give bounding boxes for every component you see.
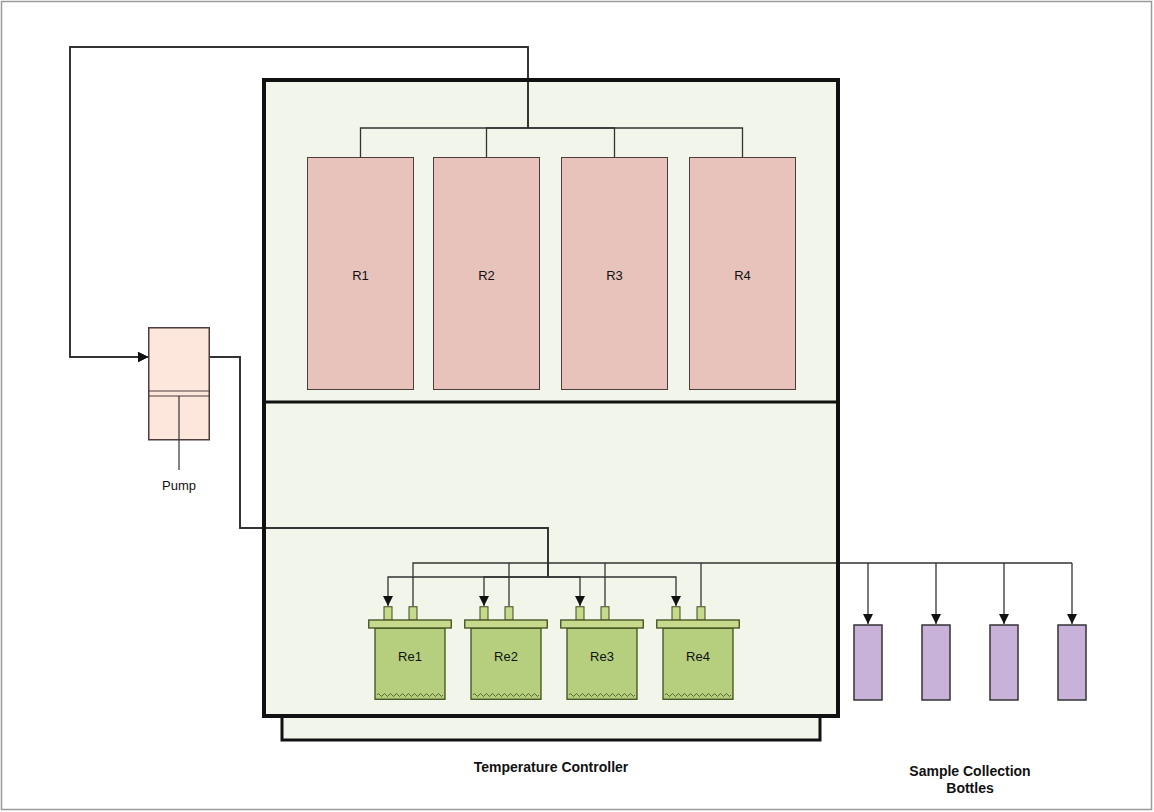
vessel-contents [569, 694, 635, 697]
bottle-feed-arrow [867, 563, 868, 624]
outlet-lines [413, 563, 1072, 624]
flow-line [210, 357, 676, 606]
vessel-body [567, 628, 637, 699]
node-label: R2 [478, 268, 495, 283]
vessel-nozzle [480, 607, 488, 621]
sample-bottle [854, 625, 882, 700]
outlet-line [508, 563, 509, 606]
vessel-contents [377, 694, 443, 697]
reaction-vessel: Re3 [560, 606, 644, 700]
vessel-nozzle [697, 607, 705, 621]
node-label: Re3 [567, 630, 637, 682]
vessel-lid [465, 620, 548, 628]
reservoir-tank: R1 [307, 157, 414, 390]
pump-rod [178, 396, 179, 470]
vessel-nozzle [576, 607, 584, 621]
controller-divider [262, 401, 840, 404]
controller-fill [262, 78, 840, 718]
node-label: R4 [734, 268, 751, 283]
flow-line [210, 357, 548, 606]
vessel-nozzle [409, 607, 417, 621]
node-label: Re1 [375, 630, 445, 682]
outlet-line [413, 563, 1072, 606]
sample-bottles [854, 625, 1086, 700]
vessel-body [663, 628, 733, 699]
temperature-controller: Temperature ControllerR1R2R3R4Re1Re2Re3R… [262, 78, 840, 718]
vessel-lid [657, 620, 740, 628]
outlet-line [700, 563, 701, 606]
group-label: Sample Collection Bottles [890, 763, 1050, 797]
reservoir-tank: R3 [561, 157, 668, 390]
reaction-vessel: Re4 [656, 606, 740, 700]
pump-symbol [148, 327, 210, 499]
node-label: Pump [118, 478, 240, 494]
node-label: R3 [606, 268, 623, 283]
vessel-nozzle [601, 607, 609, 621]
sample-bottle [1058, 625, 1086, 700]
bottle-feed-arrow [1003, 563, 1004, 624]
vessel-nozzle [672, 607, 680, 621]
node-label: Re2 [471, 630, 541, 682]
vessel-nozzle [384, 607, 392, 621]
vessel-contents [665, 694, 731, 697]
flow-line [210, 357, 548, 606]
vessel-lid [369, 620, 452, 628]
node-label: Re4 [663, 630, 733, 682]
node-label: R1 [352, 268, 369, 283]
sample-bottle [990, 625, 1018, 700]
vessel-body [375, 628, 445, 699]
sample-bottle [922, 625, 950, 700]
node-label: Temperature Controller [246, 759, 856, 776]
pump-piston [149, 390, 210, 391]
reaction-vessel: Re1 [368, 606, 452, 700]
reservoir-tank: R2 [433, 157, 540, 390]
bottle-feed-arrow [935, 563, 936, 624]
vessel-contents [473, 694, 539, 697]
reaction-vessel: Re2 [464, 606, 548, 700]
bottle-feed-arrow [1071, 563, 1072, 624]
vessel-lid [561, 620, 644, 628]
reservoir-tank: R4 [689, 157, 796, 390]
controller-base [282, 716, 820, 740]
vessel-body [471, 628, 541, 699]
outlet-line [604, 563, 605, 606]
pump: Pump [148, 327, 210, 499]
vessel-nozzle [505, 607, 513, 621]
